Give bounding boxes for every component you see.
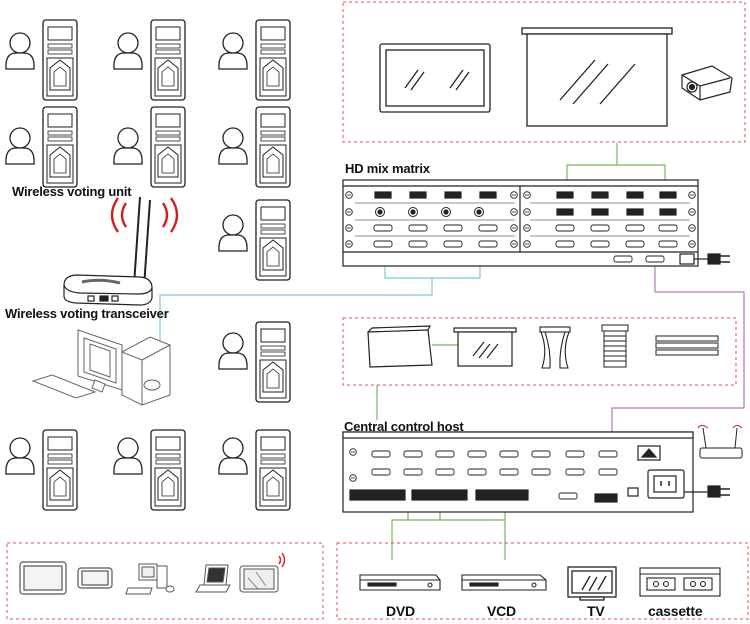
monitor-icon [379,43,491,113]
amplifier-icon [367,325,433,368]
wifi-signal-icon [110,197,179,233]
computer-icon [125,563,175,595]
power-plug-icon [684,485,730,498]
projection-screen-icon [453,327,517,367]
label-wireless-voting-transceiver: Wireless voting transceiver [5,306,169,321]
dashed-boxes [6,1,749,620]
tablet-icon [19,561,67,595]
projector-icon [681,65,733,101]
curtain-icon [539,326,571,369]
label-hd-mix-matrix: HD mix matrix [345,161,430,176]
label-central-control-host: Central control host [344,419,464,434]
central-control-host [342,431,694,513]
label-tv: TV [587,603,605,619]
hd-mix-matrix [342,179,699,267]
router-icon [697,425,743,459]
label-dvd: DVD [386,603,415,619]
laptop-icon [195,564,231,593]
transceiver-icon [63,196,153,306]
cassette-deck-icon [639,567,721,597]
phone-icon [77,567,113,589]
computer-icon [31,329,171,406]
label-wireless-voting-unit: Wireless voting unit [12,184,132,199]
lighting-icon [655,335,719,356]
wifi-signal-icon [278,552,286,568]
dvd-player-icon [461,574,547,591]
dvd-player-icon [359,574,441,591]
blind-icon [601,324,629,368]
power-plug-icon [694,253,730,265]
tv-icon [567,566,617,601]
label-cassette: cassette [648,603,703,619]
label-vcd: VCD [487,603,516,619]
tablet-icon [239,565,279,593]
projection-screen-icon [521,27,673,127]
